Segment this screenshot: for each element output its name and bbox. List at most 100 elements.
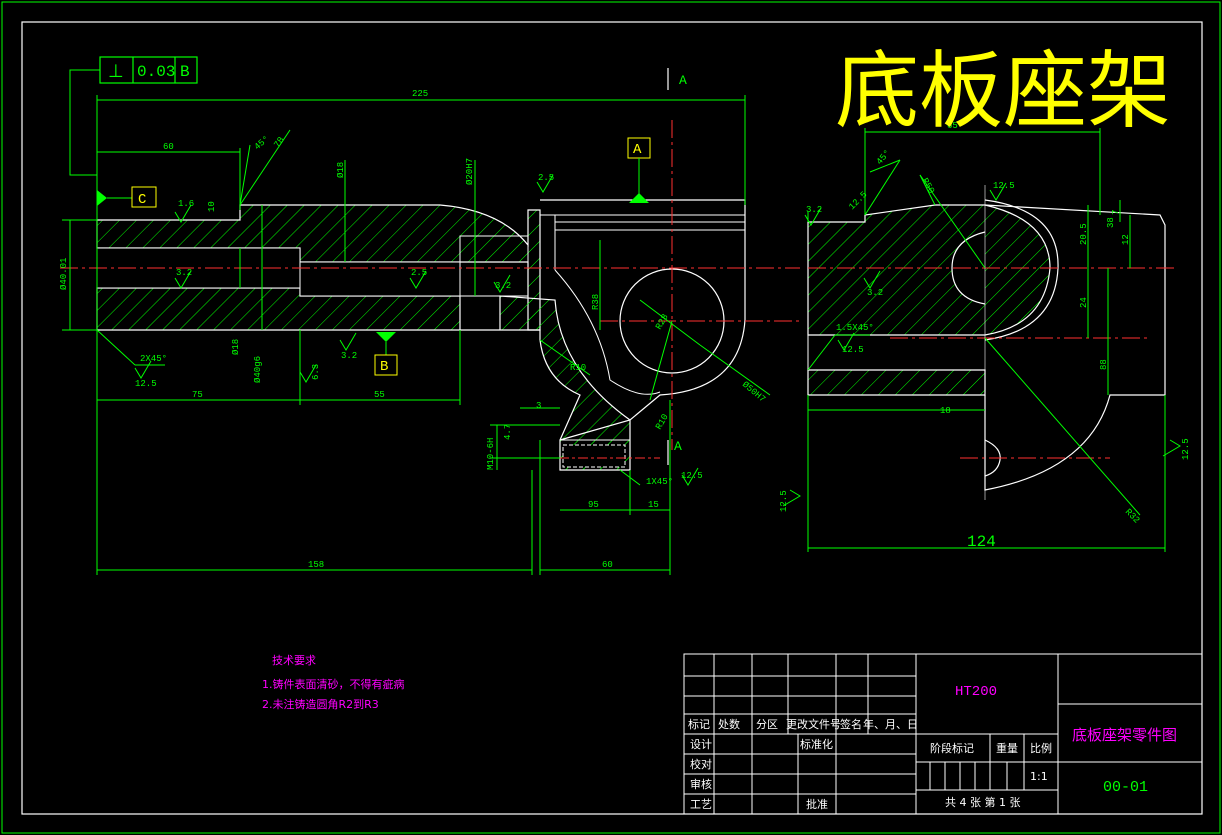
roughness-r7: 12.5 <box>135 379 157 389</box>
roughness-r4: 3.2 <box>341 351 357 361</box>
section-label-bottom: A <box>674 439 682 454</box>
dim-45deg: 45° <box>253 134 272 152</box>
dim-r10b: R10 <box>654 412 671 431</box>
dim-124: 124 <box>967 533 996 551</box>
roughness-r13: 12.5 <box>1181 438 1191 460</box>
tb-count: 处数 <box>718 718 740 731</box>
dim-88: 88 <box>1099 359 1109 370</box>
dim-15: 15 <box>648 500 659 510</box>
dim-38: 38 <box>1106 217 1116 228</box>
tb-sheets: 共 4 张 第 1 张 <box>945 795 1020 809</box>
dim-4-7: 4.7 <box>503 424 513 440</box>
section-label-top: A <box>679 73 687 88</box>
roughness-r14: 12.5 <box>779 490 789 512</box>
dim-10: 10 <box>207 201 217 212</box>
dim-60b: 60 <box>602 560 613 570</box>
dim-78: 78 <box>272 135 286 150</box>
tb-scale: 1:1 <box>1030 770 1048 783</box>
dim-r32: R32 <box>1123 507 1142 526</box>
dim-225: 225 <box>412 89 428 99</box>
roughness-r8: 6.3 <box>311 364 321 380</box>
tb-check: 校对 <box>690 757 712 771</box>
dim-phi40g: Ø40g6 <box>253 356 263 383</box>
roughness-r15: 3.2 <box>806 205 822 215</box>
dim-r28: R28 <box>654 312 671 331</box>
front-section-view <box>60 120 800 471</box>
dim-18: 18 <box>940 406 951 416</box>
dim-phi20h7: Ø20H7 <box>465 158 475 185</box>
roughness-r6: 2.5 <box>538 173 554 183</box>
roughness-r1: 1.6 <box>178 199 194 209</box>
dimension-texts: 225 60 45° 78 10 Ø18 Ø20H7 Ø40.01 Ø18 Ø4… <box>59 89 1141 570</box>
datum-b-label: B <box>380 359 388 375</box>
tolerance-value: 0.03 <box>137 63 175 81</box>
tolerance-frame: ⊥ 0.03 B <box>69 56 198 206</box>
dim-phi18: Ø18 <box>336 162 346 178</box>
roughness-r3: 2.5 <box>411 268 427 278</box>
dim-75: 75 <box>192 390 203 400</box>
tech-line1: 1.铸件表面清砂，不得有疵病 <box>262 677 405 691</box>
dimension-lines <box>62 95 771 575</box>
datum-a-label: A <box>633 142 642 158</box>
roughness-r12: 12.5 <box>993 181 1015 191</box>
dim-12: 12 <box>1121 234 1131 245</box>
dim-1545: 1.5X45° <box>836 323 874 333</box>
dim-m10: M10-6H <box>486 438 496 470</box>
tb-date: 年、月、日 <box>863 717 918 731</box>
roughness-r11: 12.5 <box>842 345 864 355</box>
roughness-texts: 1.6 3.2 2.5 3.2 3.2 2.5 12.5 6.3 12.5 3.… <box>135 173 1191 512</box>
tech-heading: 技术要求 <box>272 654 316 667</box>
tb-mark: 标记 <box>688 717 710 731</box>
inner-frame <box>21 21 1203 815</box>
dim-20-5: 20.5 <box>1079 223 1089 245</box>
drawing-title: 底板座架 <box>835 42 1171 140</box>
dim-r50: R50 <box>919 177 936 196</box>
tb-approve: 批准 <box>806 797 828 811</box>
dim-24: 24 <box>1079 297 1089 308</box>
dim-158: 158 <box>308 560 324 570</box>
tech-requirements: 技术要求 1.铸件表面清砂，不得有疵病 2.未注铸造圆角R2到R3 <box>262 654 405 711</box>
title-block-text: 标记 处数 分区 更改文件号 签名 年、月、日 设计 标准化 校对 审核 工艺 … <box>688 717 1052 811</box>
dim-2x45: 2X45° <box>140 354 167 364</box>
roughness-r16: 12.5 <box>847 190 869 212</box>
tolerance-datum: B <box>180 63 190 81</box>
dim-65: 65 <box>947 121 958 131</box>
roughness-r9: 12.5 <box>681 471 703 481</box>
dim-1x45: 1X45° <box>646 477 673 487</box>
datum-c: C <box>107 186 157 208</box>
tb-review: 审核 <box>690 777 712 791</box>
dim-phi40: Ø40.01 <box>59 258 69 290</box>
side-dimension-lines <box>807 128 1166 552</box>
tb-doc: 更改文件号 <box>786 717 841 731</box>
tb-standard: 标准化 <box>800 737 833 751</box>
roughness-r10: 3.2 <box>867 288 883 298</box>
roughness-r2: 3.2 <box>176 268 192 278</box>
tb-scale-label: 比例 <box>1030 741 1052 755</box>
tech-line2: 2.未注铸造圆角R2到R3 <box>262 697 379 711</box>
tb-material: HT200 <box>955 684 997 700</box>
datum-b: B <box>374 332 398 376</box>
side-view <box>807 185 1175 500</box>
tb-weight: 重量 <box>996 741 1018 755</box>
roughness-symbols <box>134 174 1181 507</box>
tb-zone: 分区 <box>756 718 778 731</box>
dim-7: 7 <box>1111 210 1121 215</box>
dim-55: 55 <box>374 390 385 400</box>
datum-c-label: C <box>138 192 146 208</box>
tb-drawing-number: 00-01 <box>1103 779 1148 796</box>
dim-95: 95 <box>588 500 599 510</box>
datum-a: A <box>627 137 651 203</box>
tb-process: 工艺 <box>690 798 712 811</box>
tolerance-symbol: ⊥ <box>108 61 124 82</box>
dim-3: 3 <box>536 401 541 411</box>
tb-sign: 签名 <box>840 717 862 731</box>
tb-stage: 阶段标记 <box>930 741 974 755</box>
dim-60: 60 <box>163 142 174 152</box>
dim-r38: R38 <box>591 294 601 310</box>
dim-phi18b: Ø18 <box>231 339 241 355</box>
tb-drawing-name: 底板座架零件图 <box>1072 726 1177 744</box>
roughness-r5: 3.2 <box>495 281 511 291</box>
dim-r10: R10 <box>570 363 586 373</box>
